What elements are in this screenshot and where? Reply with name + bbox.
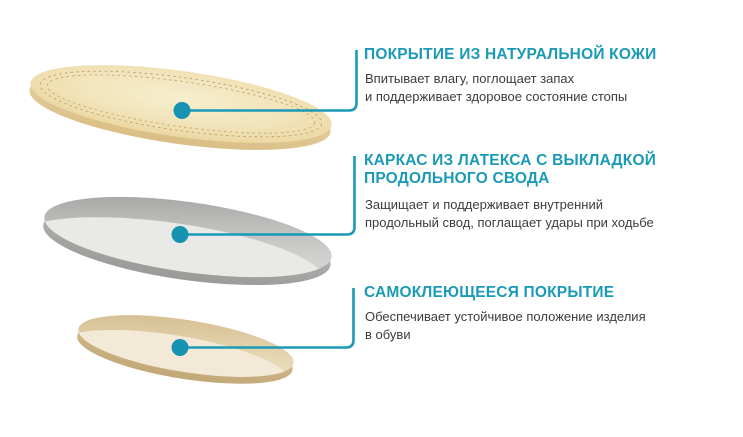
layer-title-leather: ПОКРЫТИЕ ИЗ НАТУРАЛЬНОЙ КОЖИ (364, 46, 657, 63)
callout-section-leather: ПОКРЫТИЕ ИЗ НАТУРАЛЬНОЙ КОЖИ Впитывает в… (364, 46, 738, 106)
callout-line-leather (182, 50, 358, 112)
callout-section-latex: КАРКАС ИЗ ЛАТЕКСА С ВЫКЛАДКОЙ ПРОДОЛЬНОГ… (364, 152, 738, 232)
callout-dot-latex (171, 226, 189, 243)
callout-line-adhesive (180, 288, 355, 349)
callout-section-adhesive: САМОКЛЕЮЩЕЕСЯ ПОКРЫТИЕ Обеспечивает усто… (364, 284, 738, 344)
callout-dot-adhesive (171, 339, 189, 356)
callout-line-latex (180, 156, 356, 236)
layer-title-latex: КАРКАС ИЗ ЛАТЕКСА С ВЫКЛАДКОЙ ПРОДОЛЬНОГ… (364, 152, 657, 187)
latex-layer-illustration (39, 196, 332, 292)
layer-description-adhesive: Обеспечивает устойчивое положение издели… (365, 309, 646, 342)
layer-title-adhesive: САМОКЛЕЮЩЕЕСЯ ПОКРЫТИЕ (364, 284, 615, 301)
stitch-line-outer (39, 70, 323, 138)
layer-description-latex: Защищает и поддерживает внутренний продо… (365, 197, 654, 230)
stitch-line-inner (46, 74, 316, 134)
callout-dot-leather (173, 102, 191, 119)
layer-description-leather: Впитывает влагу, поглощает запах и подде… (365, 71, 628, 104)
